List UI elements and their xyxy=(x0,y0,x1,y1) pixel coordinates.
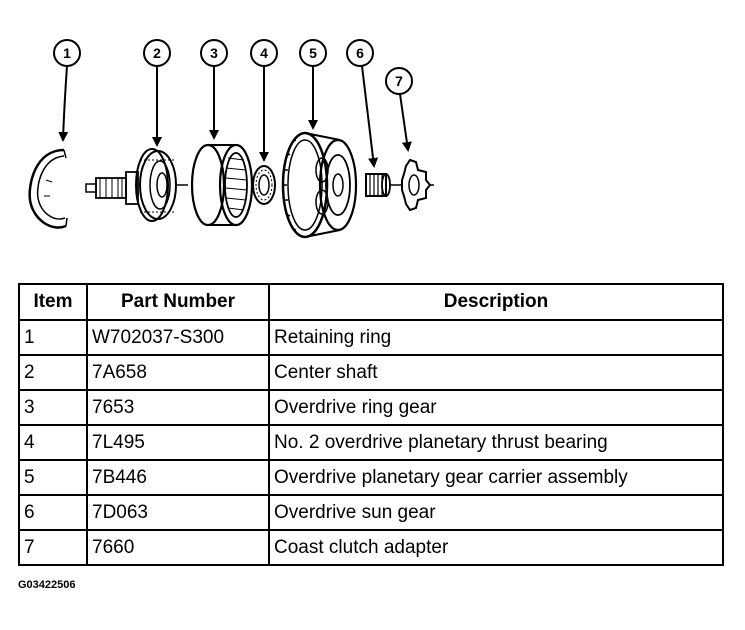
cell-item: 4 xyxy=(18,424,88,461)
cell-description: Overdrive ring gear xyxy=(268,389,724,426)
sun-gear-drawing xyxy=(365,173,402,197)
thrust-bearing-drawing xyxy=(252,165,276,205)
callout-2-label: 2 xyxy=(153,45,161,61)
header-part-number: Part Number xyxy=(86,283,270,321)
cell-item: 6 xyxy=(18,494,88,531)
figure-code: G03422506 xyxy=(18,579,76,591)
callout-7: 7 xyxy=(385,67,413,152)
callout-2: 2 xyxy=(143,39,171,147)
cell-part-number: 7653 xyxy=(86,389,270,426)
callout-4: 4 xyxy=(250,39,278,162)
callout-5: 5 xyxy=(299,39,327,130)
cell-description: Center shaft xyxy=(268,354,724,391)
cell-part-number: W702037-S300 xyxy=(86,319,270,356)
planetary-carrier-drawing xyxy=(281,131,358,239)
callout-6-label: 6 xyxy=(356,45,364,61)
ring-gear-drawing xyxy=(190,143,254,227)
table-header-row: Item Part Number Description xyxy=(18,283,724,321)
cell-part-number: 7D063 xyxy=(86,494,270,531)
cell-description: Overdrive sun gear xyxy=(268,494,724,531)
table-row: 2 7A658 Center shaft xyxy=(18,354,724,391)
table-row: 5 7B446 Overdrive planetary gear carrier… xyxy=(18,459,724,496)
cell-item: 5 xyxy=(18,459,88,496)
cell-description: Overdrive planetary gear carrier assembl… xyxy=(268,459,724,496)
parts-table: Item Part Number Description 1 W702037-S… xyxy=(18,283,724,566)
cell-item: 3 xyxy=(18,389,88,426)
header-description: Description xyxy=(268,283,724,321)
cell-item: 1 xyxy=(18,319,88,356)
cell-part-number: 7B446 xyxy=(86,459,270,496)
table-row: 6 7D063 Overdrive sun gear xyxy=(18,494,724,531)
retaining-ring-drawing xyxy=(28,148,68,229)
cell-part-number: 7A658 xyxy=(86,354,270,391)
callout-4-label: 4 xyxy=(260,45,268,61)
table-row: 3 7653 Overdrive ring gear xyxy=(18,389,724,426)
callout-7-label: 7 xyxy=(395,73,403,89)
callout-1-label: 1 xyxy=(63,45,71,61)
cell-description: Retaining ring xyxy=(268,319,724,356)
cell-part-number: 7L495 xyxy=(86,424,270,461)
header-item: Item xyxy=(18,283,88,321)
cell-description: Coast clutch adapter xyxy=(268,529,724,566)
table-row: 7 7660 Coast clutch adapter xyxy=(18,529,724,566)
cell-item: 7 xyxy=(18,529,88,566)
callout-3-label: 3 xyxy=(210,45,218,61)
center-shaft-drawing xyxy=(85,148,188,222)
table-row: 1 W702037-S300 Retaining ring xyxy=(18,319,724,356)
callout-1: 1 xyxy=(53,39,81,142)
callout-6: 6 xyxy=(346,39,379,168)
table-row: 4 7L495 No. 2 overdrive planetary thrust… xyxy=(18,424,724,461)
coast-clutch-adapter-drawing xyxy=(401,158,434,212)
cell-description: No. 2 overdrive planetary thrust bearing xyxy=(268,424,724,461)
exploded-parts-diagram: 1 2 3 4 5 6 7 xyxy=(28,39,434,239)
callout-3: 3 xyxy=(200,39,228,140)
cell-part-number: 7660 xyxy=(86,529,270,566)
callout-5-label: 5 xyxy=(309,45,317,61)
cell-item: 2 xyxy=(18,354,88,391)
